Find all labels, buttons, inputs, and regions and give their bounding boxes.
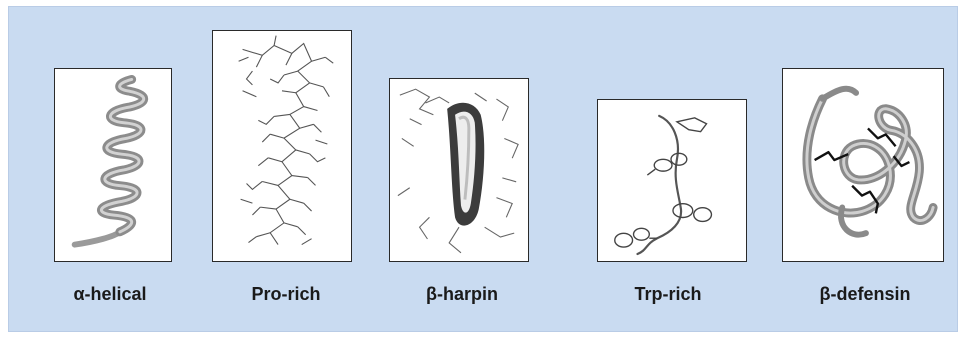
alpha-helical-label: α-helical (40, 284, 180, 305)
pro-rich-label: Pro-rich (216, 284, 356, 305)
beta-defensin-icon (783, 69, 943, 261)
beta-defensin-frame (782, 68, 944, 262)
pro-rich-frame (212, 30, 352, 262)
beta-harpin-label: β-harpin (392, 284, 532, 305)
beta-defensin-label: β-defensin (795, 284, 935, 305)
beta-hairpin-icon (390, 79, 528, 261)
alpha-helix-icon (55, 69, 171, 261)
proline-rich-chain-icon (213, 31, 351, 261)
peptide-structures-panel: α-helical Pro-rich β-harpin Trp-rich β-d… (8, 6, 958, 332)
trp-rich-frame (597, 99, 747, 262)
alpha-helical-frame (54, 68, 172, 262)
tryptophan-rich-chain-icon (598, 100, 746, 261)
beta-harpin-frame (389, 78, 529, 262)
trp-rich-label: Trp-rich (598, 284, 738, 305)
